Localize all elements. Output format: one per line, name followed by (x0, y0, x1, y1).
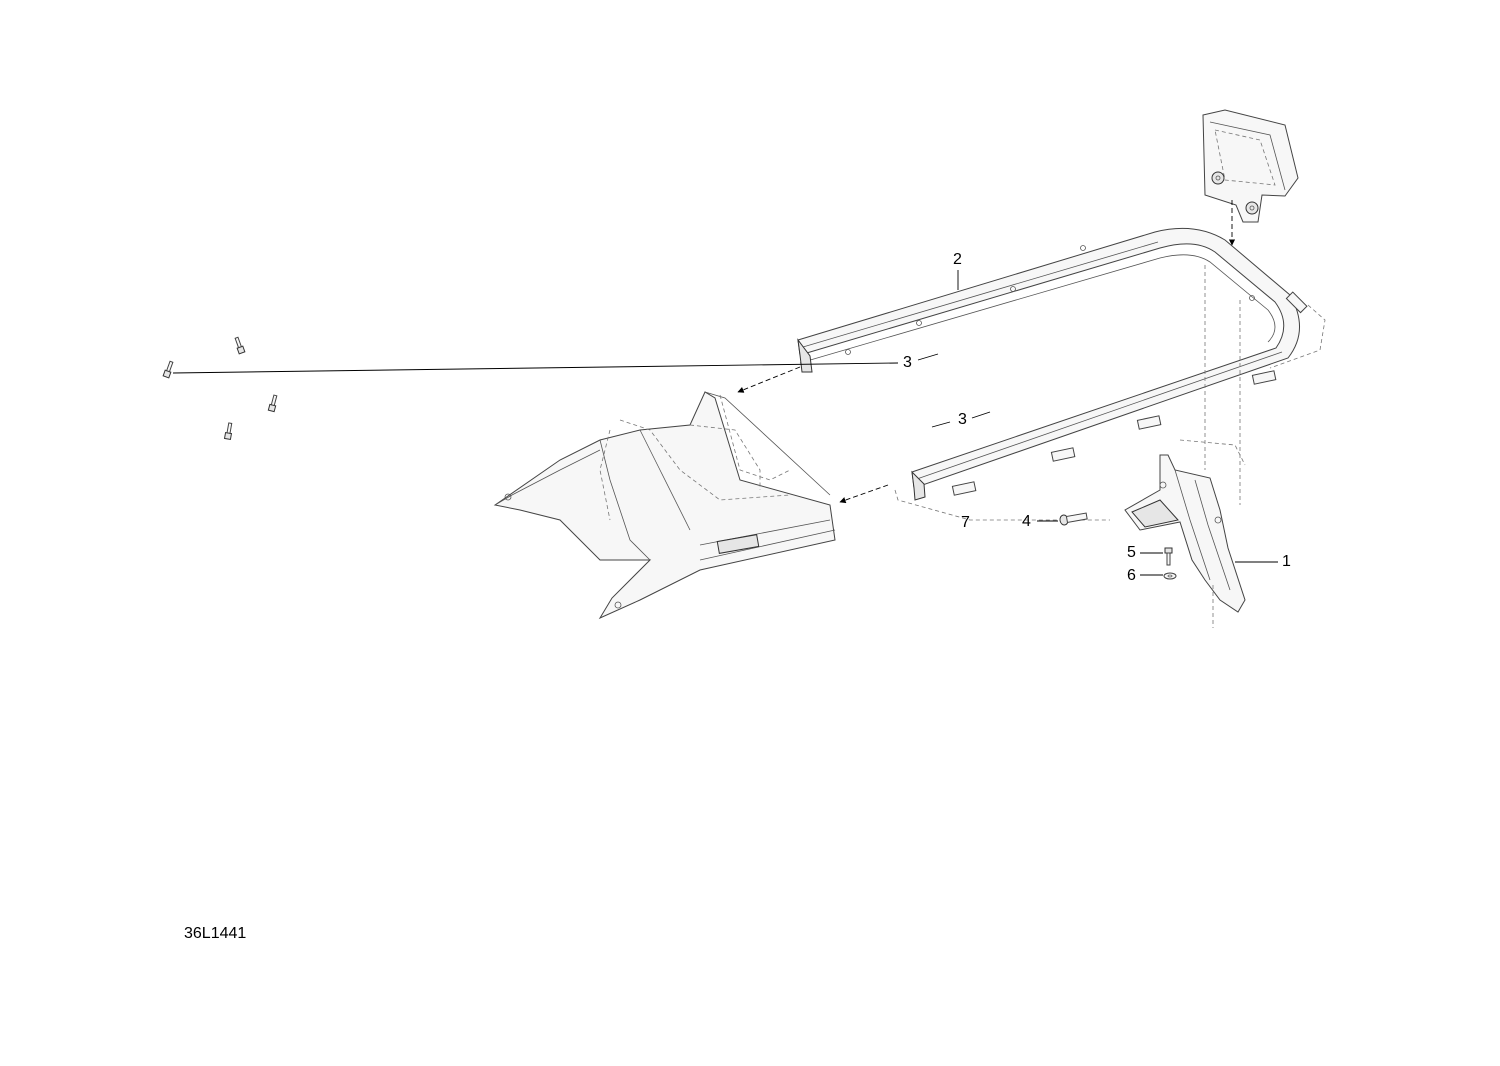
screws-lower (223, 394, 278, 441)
washer-6 (1163, 572, 1177, 580)
leader-3b-left (931, 421, 951, 428)
callout-4: 4 (1022, 513, 1031, 530)
spacer-7 (951, 481, 977, 496)
assembly-lines (894, 265, 1326, 628)
figure-id-label: 36L1441 (184, 925, 247, 942)
callout-1: 1 (1282, 553, 1291, 570)
grab-handle-frame (797, 227, 1300, 501)
spacers (951, 291, 1308, 496)
support-bracket (1124, 439, 1246, 613)
leader-3a-right (917, 353, 939, 361)
callout-7: 7 (961, 514, 970, 531)
arrow-left-upper (737, 366, 801, 393)
screws-upper (162, 336, 246, 379)
bolt-4 (1059, 512, 1088, 526)
callout-6: 6 (1127, 567, 1136, 584)
body-shell (493, 391, 836, 620)
leader-3b-right (971, 411, 991, 419)
callout-3-upper: 3 (903, 354, 912, 371)
callout-5: 5 (1127, 544, 1136, 561)
top-mount-block (1202, 109, 1299, 223)
callout-3-lower: 3 (958, 411, 967, 428)
callout-2: 2 (953, 251, 962, 268)
screw-5 (1164, 547, 1173, 566)
arrow-left-lower (839, 484, 889, 504)
leader-3a-left (172, 362, 899, 374)
